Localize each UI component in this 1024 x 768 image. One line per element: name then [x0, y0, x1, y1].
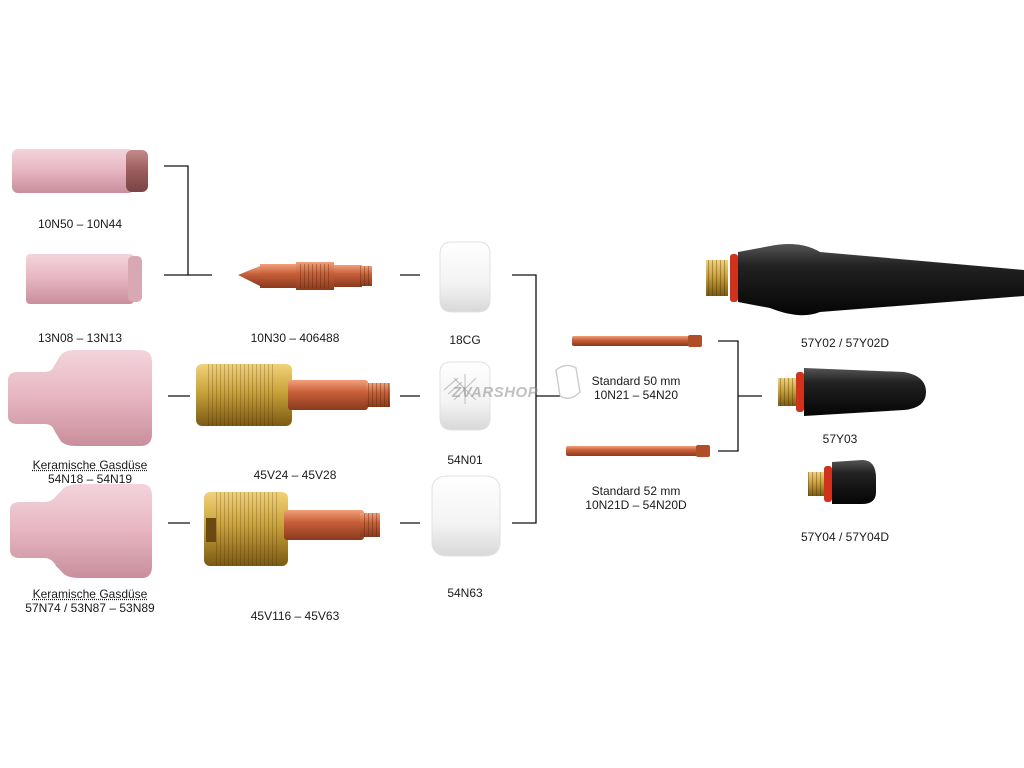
gas-lens-b — [204, 492, 380, 566]
collet-50 — [572, 335, 702, 347]
part-code: 54N63 — [447, 586, 483, 600]
label-collet-50: Standard 50 mm 10N21 – 54N20 — [576, 374, 696, 402]
part-code: 54N01 — [447, 453, 483, 467]
torch-head — [706, 244, 1024, 316]
part-code: 10N21 – 54N20 — [593, 388, 679, 402]
label-gas-lens-b: 45V116 – 45V63 — [240, 609, 350, 623]
part-title: Standard 52 mm — [591, 484, 681, 498]
part-code: 45V24 – 45V28 — [253, 468, 337, 482]
insulator-b — [439, 361, 491, 431]
part-code: 10N50 – 10N44 — [37, 217, 123, 231]
watermark-logo — [443, 364, 581, 399]
part-code: 18CG — [449, 333, 481, 347]
part-title: Standard 50 mm — [591, 374, 681, 388]
label-cap-long: 57Y03 — [800, 432, 880, 446]
connector-lines — [164, 165, 762, 524]
label-insulator-b: 54N01 — [440, 453, 490, 467]
nozzle-c — [8, 350, 152, 446]
part-title: Keramische Gasdüse — [32, 458, 148, 472]
collet-52 — [566, 445, 710, 457]
label-gas-lens-a: 45V24 – 45V28 — [240, 468, 350, 482]
part-code: 57Y02 / 57Y02D — [800, 336, 890, 350]
label-insulator-a: 18CG — [440, 333, 490, 347]
part-code: 10N21D – 54N20D — [585, 498, 687, 512]
cap-long — [778, 368, 926, 416]
nozzle-d — [10, 484, 152, 578]
nozzle-b — [26, 254, 142, 304]
cap-short — [808, 460, 876, 504]
collet-body — [238, 262, 372, 290]
insulator-a — [439, 241, 491, 313]
insulator-c — [431, 475, 501, 557]
watermark-text: ZVARSHOP — [452, 384, 539, 401]
label-nozzle-a: 10N50 – 10N44 — [30, 217, 130, 231]
label-nozzle-b: 13N08 – 13N13 — [30, 331, 130, 345]
label-collet-body: 10N30 – 406488 — [240, 331, 350, 345]
label-collet-52: Standard 52 mm 10N21D – 54N20D — [576, 484, 696, 512]
part-code: 57N74 / 53N87 – 53N89 — [25, 601, 155, 615]
part-code: 13N08 – 13N13 — [37, 331, 123, 345]
label-nozzle-d: Keramische Gasdüse 57N74 / 53N87 – 53N89 — [10, 587, 170, 615]
part-title: Keramische Gasdüse — [32, 587, 148, 601]
nozzle-a — [12, 149, 148, 193]
part-code: 57Y03 — [822, 432, 858, 446]
label-insulator-c: 54N63 — [440, 586, 490, 600]
part-code: 45V116 – 45V63 — [250, 609, 340, 623]
part-code: 57Y04 / 57Y04D — [800, 530, 890, 544]
part-code: 54N18 – 54N19 — [47, 472, 133, 486]
label-torch-head: 57Y02 / 57Y02D — [790, 336, 900, 350]
label-cap-short: 57Y04 / 57Y04D — [790, 530, 900, 544]
gas-lens-a — [196, 364, 390, 426]
label-nozzle-c: Keramische Gasdüse 54N18 – 54N19 — [20, 458, 160, 486]
part-code: 10N30 – 406488 — [250, 331, 340, 345]
